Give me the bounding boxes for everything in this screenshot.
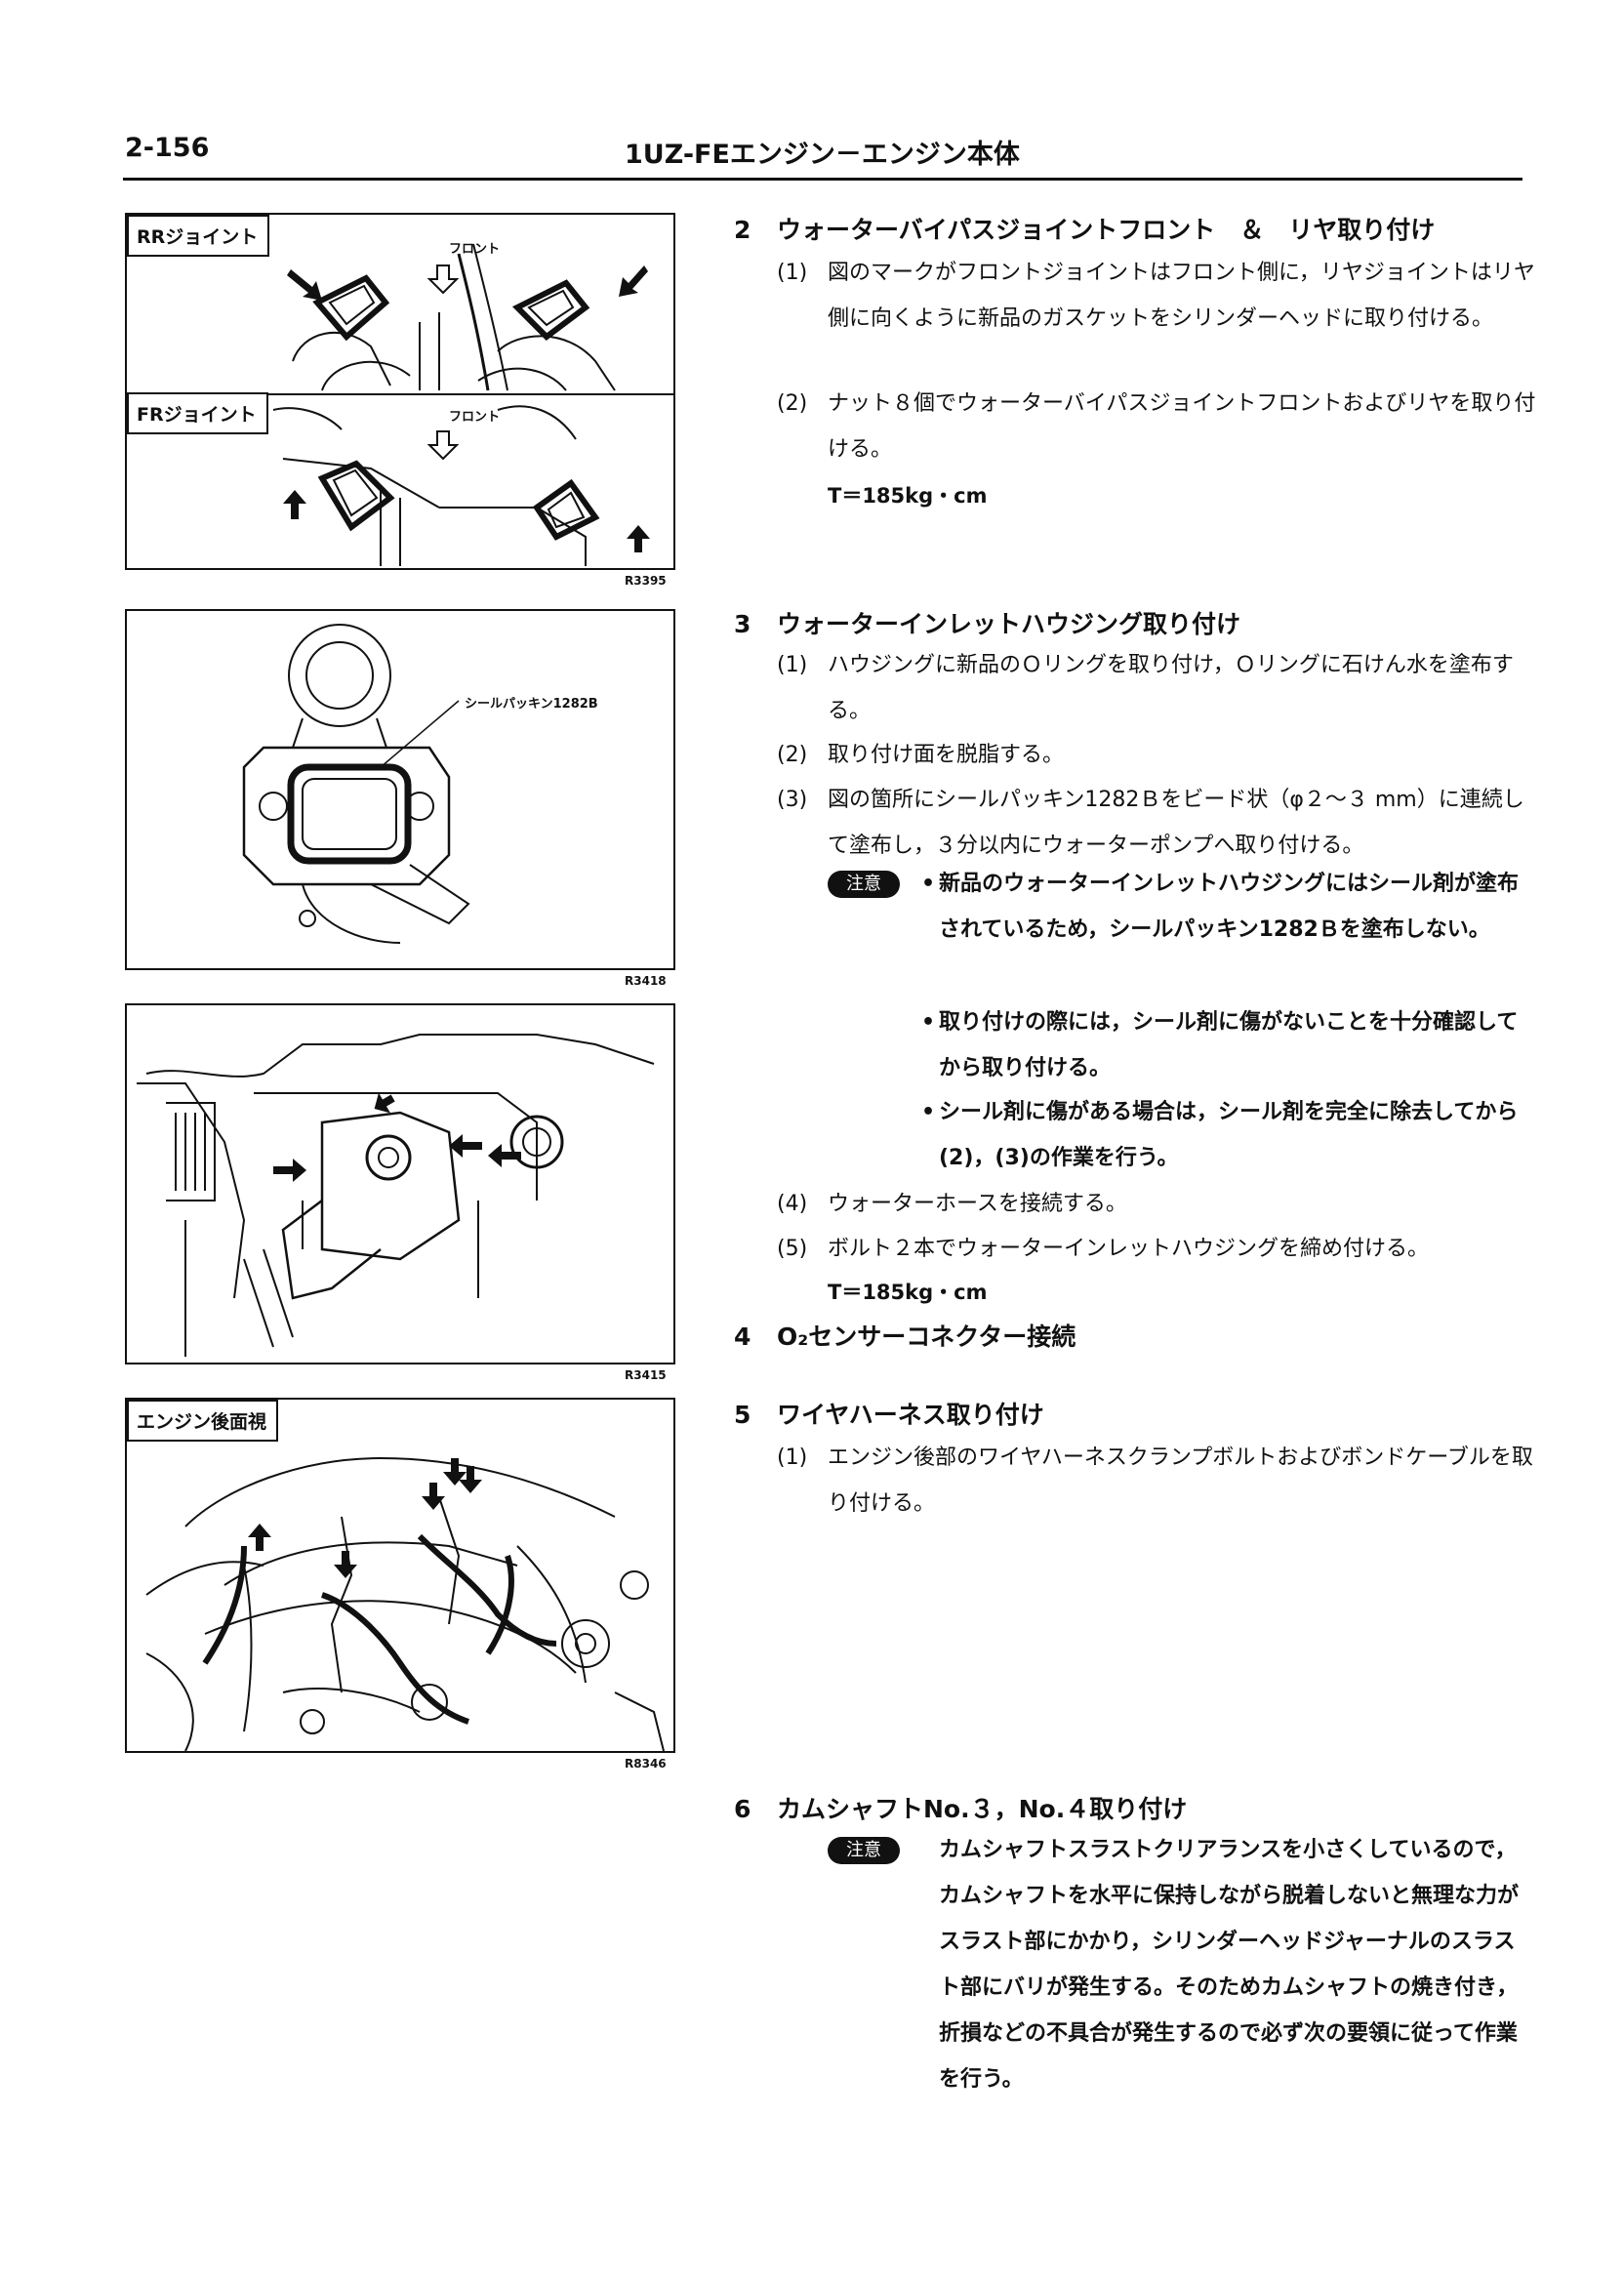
step-2-item-2-text: ナット８個でウォーターバイパスジョイントフロントおよびリヤを取り付ける。 <box>828 391 1536 462</box>
step-6-heading: 6 カムシャフトNo.３，No.４取り付け <box>734 1790 1187 1825</box>
step-2-heading: 2 ウォーターバイパスジョイントフロント ＆ リヤ取り付け <box>734 211 1435 246</box>
step-3-caution-bullet-1: • 新品のウォーターインレットハウジングにはシール剤が塗布されているため，シール… <box>921 861 1536 953</box>
figure-code-r3395: R3395 <box>625 574 667 588</box>
figure-code-r3415: R3415 <box>625 1368 667 1382</box>
figure-inlet-housing: シールパッキン1282B <box>125 609 675 970</box>
page-title: 1UZ-FEエンジン－エンジン本体 <box>625 140 1020 170</box>
step-2-torque: T＝185kg・cm <box>828 484 988 508</box>
bullet-dot: • <box>921 1100 936 1124</box>
step-3-item-4-text: ウォーターホースを接続する。 <box>828 1192 1127 1216</box>
step-2-item-1-text: 図のマークがフロントジョイントはフロント側に，リヤジョイントはリヤ側に向くように… <box>828 261 1535 331</box>
front-label-lower: フロント <box>449 410 501 425</box>
step-3-heading: 3 ウォーターインレットハウジング取り付け <box>734 605 1240 640</box>
step-5-heading: 5 ワイヤハーネス取り付け <box>734 1396 1044 1431</box>
step-5-item-1-number: (1) <box>777 1445 808 1470</box>
step-3-item-1-number: (1) <box>777 653 808 677</box>
step-3-item-2: (2) 取り付け面を脱脂する。 <box>777 732 1538 778</box>
step-3-item-5: (5) ボルト２本でウォーターインレットハウジングを締め付ける。 <box>777 1226 1538 1272</box>
figure-inlet-installed <box>125 1003 675 1364</box>
step-5-item-1-text: エンジン後部のワイヤハーネスクランプボルトおよびボンドケーブルを取り付ける。 <box>828 1445 1533 1516</box>
figure-code-r8346: R8346 <box>625 1757 667 1771</box>
step-3-item-1: (1) ハウジングに新品のＯリングを取り付け，Ｏリングに石けん水を塗布する。 <box>777 642 1538 734</box>
inlet-installed-drawing <box>137 1034 655 1357</box>
step-4-number: 4 <box>734 1323 751 1351</box>
step-3-caution-bullet-2: • 取り付けの際には，シール剤に傷がないことを十分確認してから取り付ける。 <box>921 999 1536 1091</box>
bypass-joint-drawing <box>127 243 673 566</box>
rr-joint-label: RRジョイント <box>127 215 270 257</box>
step-6-caution-text: カムシャフトスラストクリアランスを小さくしているので，カムシャフトを水平に保持し… <box>939 1838 1520 2092</box>
bullet-text: 新品のウォーターインレットハウジングにはシール剤が塗布されているため，シールパッ… <box>939 872 1520 942</box>
seal-packing-callout: シールパッキン1282B <box>465 697 598 712</box>
step-3-item-4-number: (4) <box>777 1192 808 1216</box>
step-3-caution-badge: 注意 <box>828 871 900 898</box>
engine-rear-view-label: エンジン後面視 <box>127 1400 279 1442</box>
front-label-upper: フロント <box>449 242 501 257</box>
step-5-number: 5 <box>734 1401 751 1429</box>
step-6-caution-badge: 注意 <box>828 1837 900 1864</box>
header-rule <box>123 178 1522 181</box>
bullet-text: シール剤に傷がある場合は，シール剤を完全に除去してから(2)，(3)の作業を行う… <box>939 1100 1519 1170</box>
step-2-item-2: (2) ナット８個でウォーターバイパスジョイントフロントおよびリヤを取り付ける。 <box>777 381 1538 472</box>
step-5-title: ワイヤハーネス取り付け <box>777 1401 1044 1429</box>
inlet-housing-drawing <box>242 624 470 944</box>
step-3-item-3-number: (3) <box>777 788 808 812</box>
step-2-number: 2 <box>734 216 751 244</box>
step-6-number: 6 <box>734 1795 751 1823</box>
step-3-item-5-number: (5) <box>777 1237 808 1261</box>
step-3-item-1-text: ハウジングに新品のＯリングを取り付け，Ｏリングに石けん水を塗布する。 <box>828 653 1514 723</box>
step-3-caution-bullet-3: • シール剤に傷がある場合は，シール剤を完全に除去してから(2)，(3)の作業を… <box>921 1089 1536 1181</box>
step-3-item-4: (4) ウォーターホースを接続する。 <box>777 1181 1538 1227</box>
step-3-number: 3 <box>734 610 751 638</box>
bullet-dot: • <box>921 1010 936 1035</box>
step-3-item-3-text: 図の箇所にシールパッキン1282Ｂをビード状（φ２～３ mm）に連続して塗布し，… <box>828 788 1524 858</box>
engine-rear-drawing <box>145 1456 665 1751</box>
step-3-torque: T＝185kg・cm <box>828 1281 988 1304</box>
fr-joint-label: FRジョイント <box>127 392 268 434</box>
step-5-item-1: (1) エンジン後部のワイヤハーネスクランプボルトおよびボンドケーブルを取り付け… <box>777 1435 1538 1527</box>
page-number: 2-156 <box>125 133 210 163</box>
step-3-item-3: (3) 図の箇所にシールパッキン1282Ｂをビード状（φ２～３ mm）に連続して… <box>777 777 1538 869</box>
bullet-dot: • <box>921 872 936 896</box>
step-6-title: カムシャフトNo.３，No.４取り付け <box>777 1795 1188 1823</box>
step-3-item-2-text: 取り付け面を脱脂する。 <box>828 743 1065 767</box>
figure-bypass-joints: RRジョイント FRジョイント フロント フロント <box>125 213 675 570</box>
step-2-item-2-number: (2) <box>777 391 808 416</box>
step-3-item-2-number: (2) <box>777 743 808 767</box>
step-2-item-1: (1) 図のマークがフロントジョイントはフロント側に，リヤジョイントはリヤ側に向… <box>777 250 1538 342</box>
step-4-title: O₂センサーコネクター接続 <box>777 1323 1076 1351</box>
step-3-item-5-text: ボルト２本でウォーターインレットハウジングを締め付ける。 <box>828 1237 1430 1261</box>
step-2-title: ウォーターバイパスジョイントフロント ＆ リヤ取り付け <box>777 216 1436 244</box>
step-3-title: ウォーターインレットハウジング取り付け <box>777 610 1241 638</box>
figure-engine-rear: エンジン後面視 <box>125 1398 675 1753</box>
figure-code-r3418: R3418 <box>625 974 667 988</box>
step-4-heading: 4 O₂センサーコネクター接続 <box>734 1318 1076 1353</box>
bullet-text: 取り付けの際には，シール剤に傷がないことを十分確認してから取り付ける。 <box>939 1010 1519 1080</box>
step-2-item-1-number: (1) <box>777 261 808 285</box>
